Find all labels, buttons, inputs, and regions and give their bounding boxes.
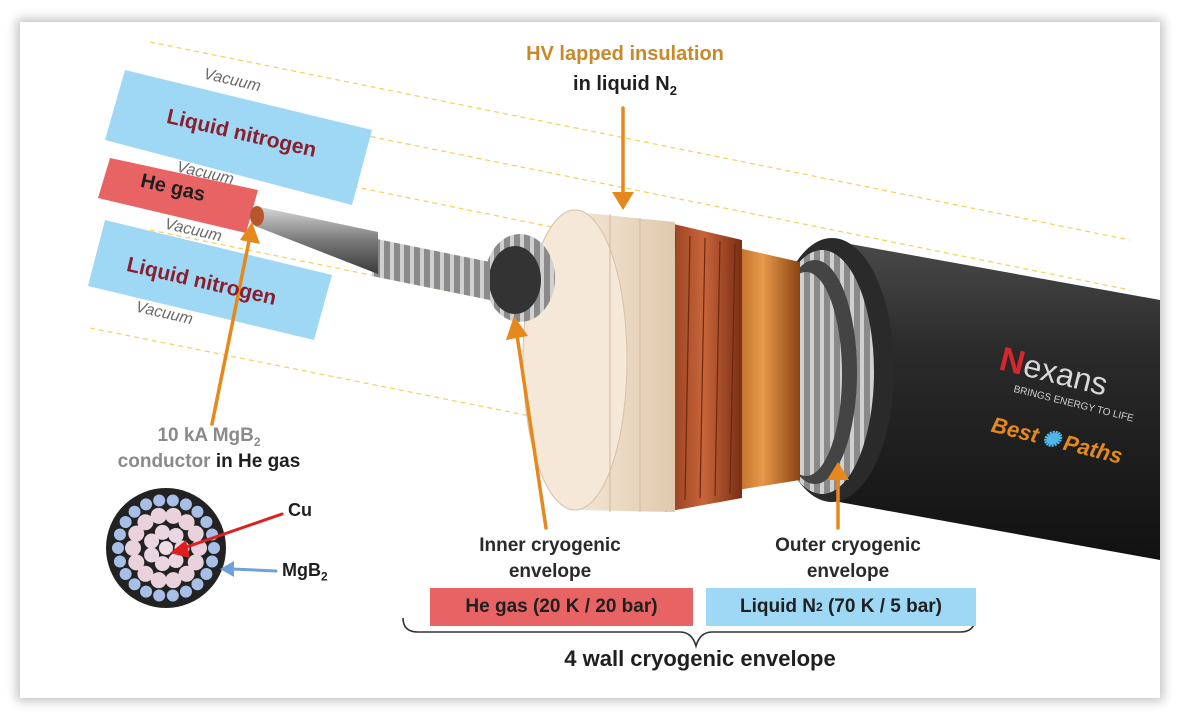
outer-strand — [119, 516, 132, 529]
mgb2-strand — [125, 540, 141, 556]
bronze-screen — [725, 245, 800, 492]
mgb2-strand — [168, 527, 184, 543]
mgb2-strand — [154, 556, 170, 572]
mgb2-strand — [137, 565, 154, 582]
insulation-title: HV lapped insulation — [526, 43, 724, 65]
outer-strand — [112, 542, 124, 554]
cable-assembly — [250, 206, 1160, 560]
cu-label: Cu — [288, 500, 312, 520]
outer-strand — [153, 494, 166, 507]
mgb2-strand — [187, 554, 204, 571]
conductor-cross-section — [106, 488, 226, 608]
outer-strand — [208, 542, 220, 554]
outer-strand — [128, 578, 141, 591]
outer-strand — [128, 505, 141, 518]
outer-strand — [166, 589, 179, 602]
liquid-nitrogen-band-bottom — [88, 220, 332, 340]
mgb2-arrow — [230, 567, 278, 573]
outer-strand — [153, 589, 166, 602]
outer-strand — [179, 585, 192, 598]
outer-envelope-label-1: Outer cryogenic — [775, 535, 921, 556]
conductor-tip — [250, 206, 264, 226]
cu-core-strand — [159, 541, 173, 555]
outer-jacket — [828, 240, 1160, 560]
conductor-rating-sub: 2 — [253, 434, 261, 449]
outer-strand — [179, 498, 192, 511]
mgb2-strand — [128, 525, 145, 542]
outer-strand — [206, 555, 219, 568]
mgb2-strand — [144, 547, 160, 563]
outer-box-sub: 2 — [815, 600, 823, 614]
he-gas-band — [98, 158, 258, 233]
layer-bands — [88, 70, 372, 340]
mgb2-sub: 2 — [321, 569, 328, 584]
conductor-rating: 10 kA MgB — [157, 425, 254, 446]
outer-strand — [200, 516, 213, 529]
mgb2-strand — [178, 514, 195, 531]
mgb2-strand — [128, 554, 145, 571]
outer-strand — [166, 494, 179, 507]
subtitle-sub: 2 — [669, 83, 677, 98]
mgb2-strand — [165, 507, 182, 524]
subtitle-text: in liquid N — [573, 73, 670, 95]
mgb2-label: MgB2 — [282, 560, 328, 584]
mgb2-strand — [187, 525, 204, 542]
outer-box-suffix: (70 K / 5 bar) — [822, 596, 942, 617]
conductor-label-line2: conductor in He gas — [94, 451, 324, 473]
mgb2-strand — [154, 524, 170, 540]
conductor-medium: in He gas — [215, 451, 301, 472]
mgb2-strand — [150, 507, 167, 524]
insulation-subtitle: in liquid N2 — [470, 73, 780, 98]
mgb2-text: MgB — [282, 560, 321, 580]
conductor-strands — [255, 206, 378, 274]
inner-envelope-arrow — [515, 333, 548, 530]
mgb2-strand — [178, 565, 195, 582]
mgb2-strand — [168, 553, 184, 569]
outer-strand — [191, 505, 204, 518]
outer-strand — [140, 585, 153, 598]
mgb2-strand — [165, 572, 182, 589]
mgb2-strand — [137, 514, 154, 531]
bestpaths-gear-icon: ✺ — [1039, 424, 1064, 454]
envelope-caption: 4 wall cryogenic envelope — [564, 646, 836, 671]
outer-strand — [113, 555, 126, 568]
liquid-nitrogen-band-top — [105, 70, 372, 205]
outer-strand — [113, 528, 126, 541]
outer-strand — [119, 567, 132, 580]
outer-box-text: Liquid N — [740, 596, 816, 617]
inner-corrugated-tube — [372, 238, 490, 300]
conductor-word: conductor — [117, 451, 216, 472]
inner-envelope-box: He gas (20 K / 20 bar) — [430, 588, 693, 626]
outer-strand — [191, 578, 204, 591]
inner-envelope-label-1: Inner cryogenic — [479, 535, 621, 556]
outer-strand — [200, 567, 213, 580]
conductor-arrow — [210, 234, 252, 426]
arrows — [170, 106, 849, 577]
inner-envelope-label-2: envelope — [508, 561, 592, 582]
outer-strand — [140, 498, 153, 511]
conductor-label-line1: 10 kA MgB2 — [94, 425, 324, 449]
mgb2-strand — [144, 533, 160, 549]
outer-envelope-label-2: envelope — [806, 561, 890, 582]
cu-arrow — [176, 512, 284, 552]
mgb2-strand — [150, 572, 167, 589]
copper-screen — [665, 222, 742, 512]
envelope-brace — [402, 617, 976, 649]
